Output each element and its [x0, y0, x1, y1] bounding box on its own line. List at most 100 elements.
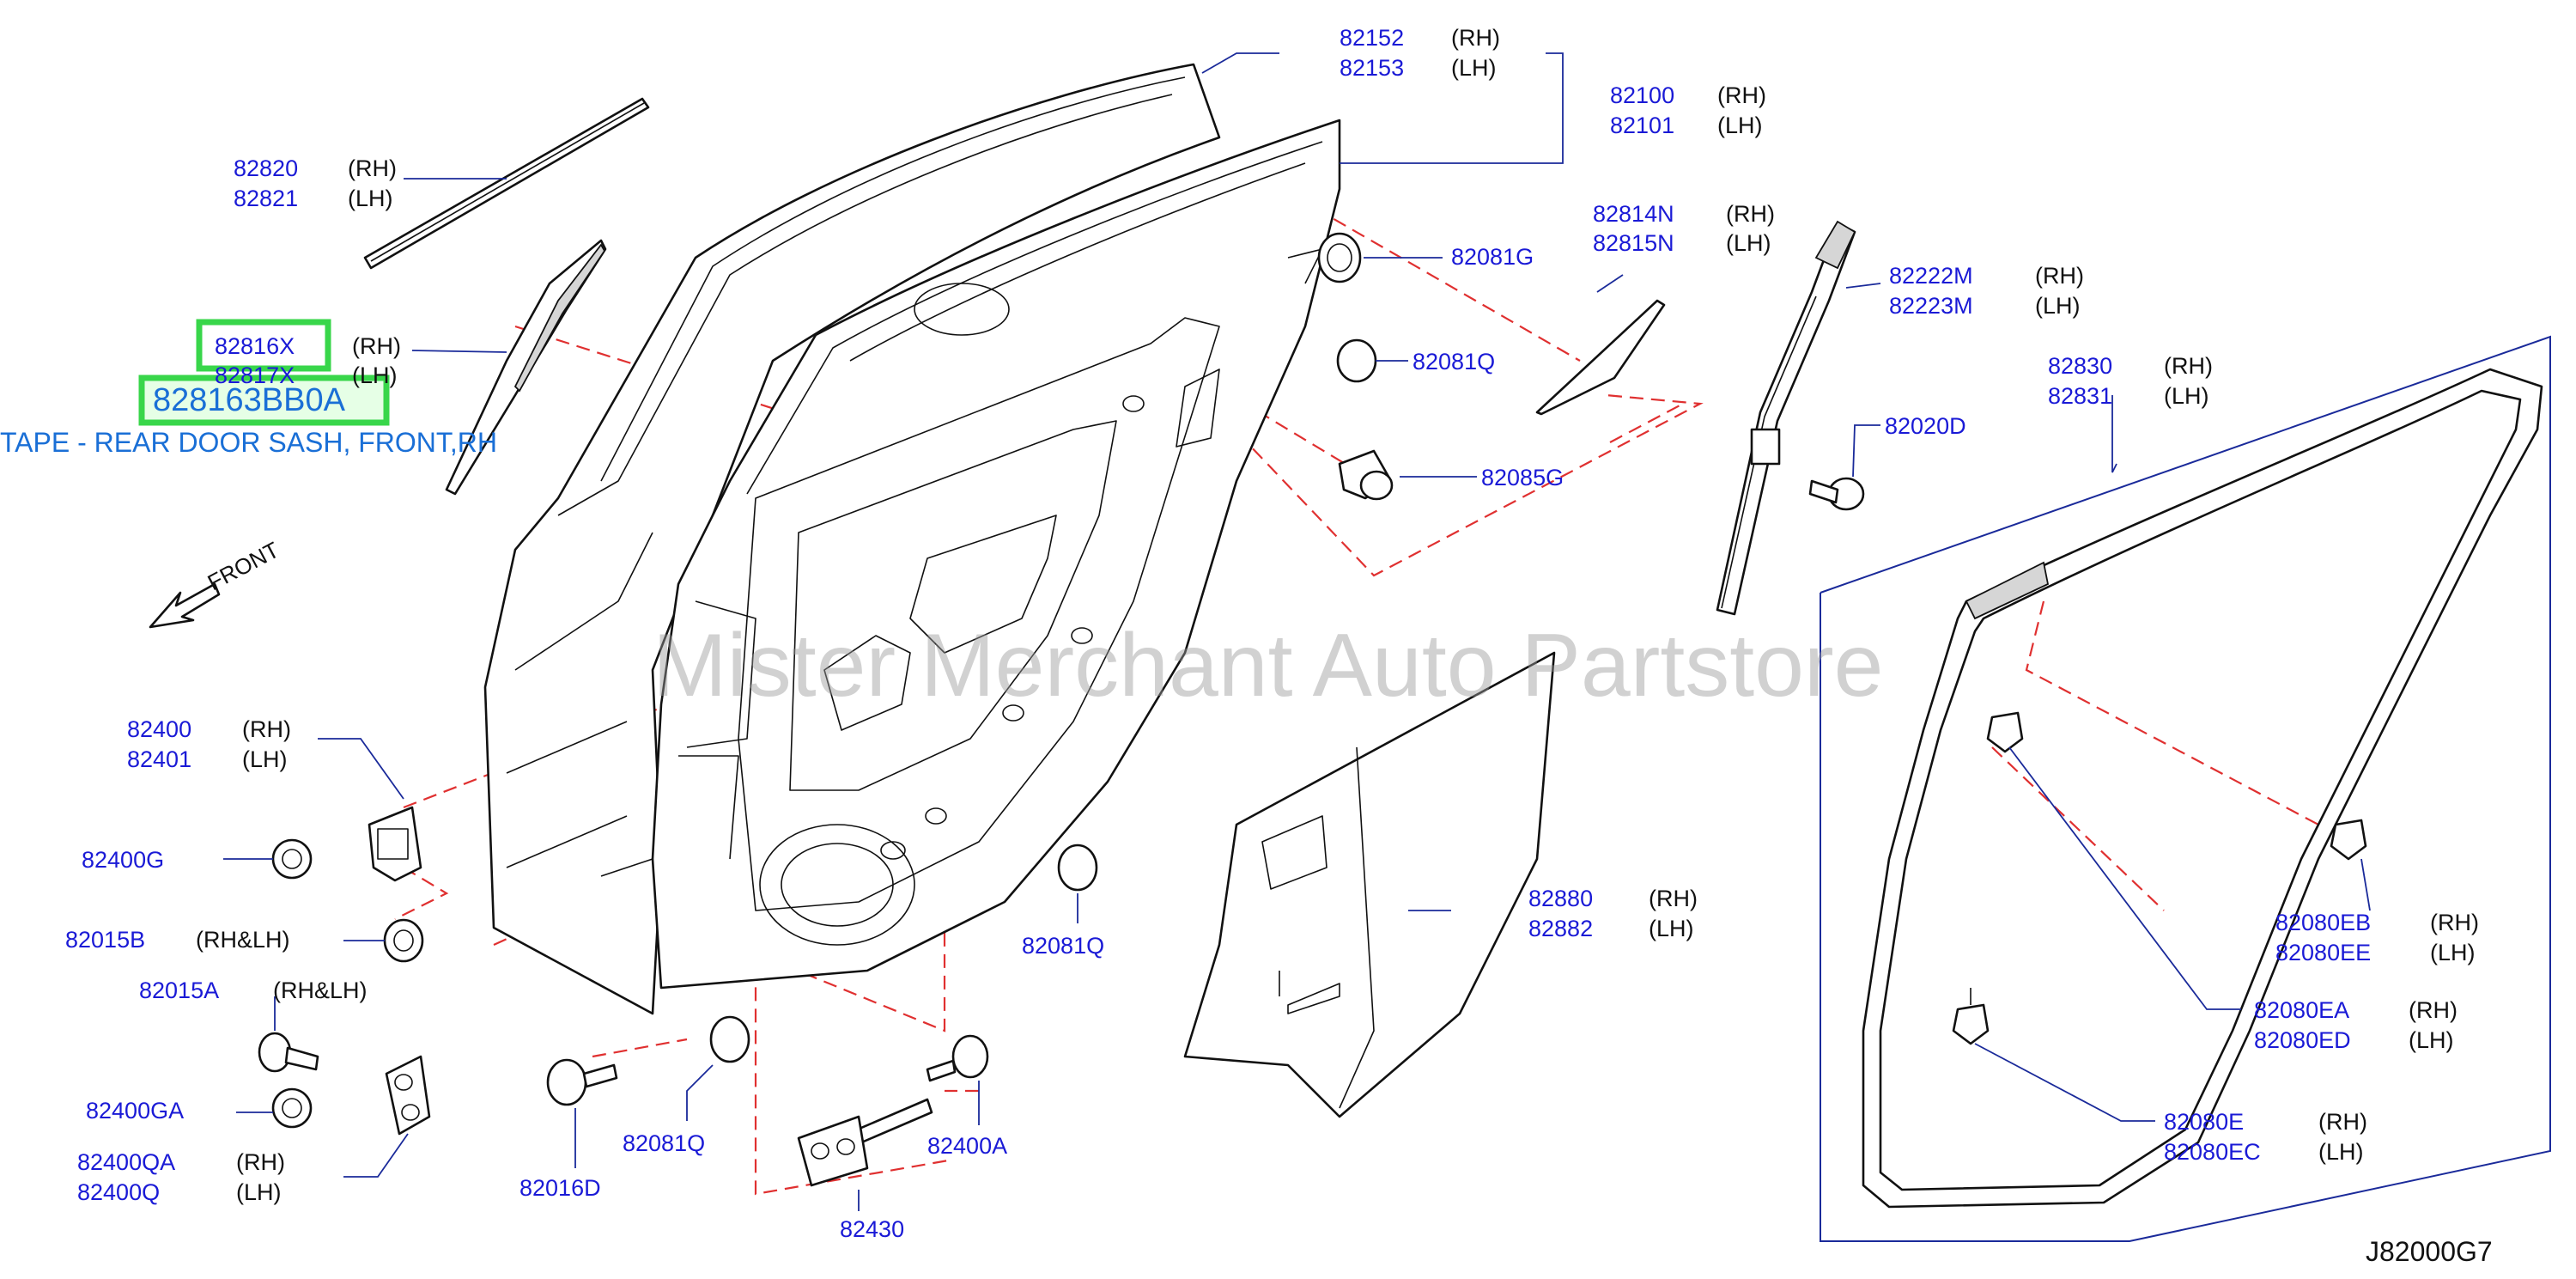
callout-82400Q-side: (LH)	[236, 1179, 282, 1205]
callout-82222M[interactable]: 82222M	[1889, 263, 1973, 289]
callout-82831-side: (LH)	[2164, 383, 2209, 409]
callout-82400-side: (RH)	[242, 716, 291, 742]
partition-glass-82814N	[1535, 299, 1666, 416]
grommet-82081G	[1317, 232, 1362, 283]
door-moulding-82820	[363, 97, 650, 270]
bolt-82015A	[258, 1032, 319, 1073]
callout-82401[interactable]: 82401	[127, 746, 191, 772]
callout-82080E[interactable]: 82080E	[2164, 1109, 2244, 1135]
diagram-code: J82000G7	[2366, 1236, 2493, 1267]
callout-82080EB[interactable]: 82080EB	[2275, 910, 2371, 935]
callout-82015B-side: (RH&LH)	[196, 927, 290, 953]
callout-82400G[interactable]: 82400G	[82, 847, 164, 873]
callout-82080EC[interactable]: 82080EC	[2164, 1139, 2261, 1165]
callout-82152-side: (RH)	[1451, 25, 1500, 51]
callout-82223M-side: (LH)	[2035, 293, 2081, 319]
clip-82020D	[1808, 477, 1865, 511]
callout-82081Q-b[interactable]: 82081Q	[623, 1130, 705, 1156]
callout-82814N-side: (RH)	[1726, 201, 1775, 227]
highlight-box-part-number[interactable]	[138, 375, 390, 426]
callout-82081Q-a[interactable]: 82081Q	[1413, 349, 1495, 375]
callout-82080EA-side: (RH)	[2409, 997, 2458, 1023]
callout-82400QA[interactable]: 82400QA	[77, 1149, 175, 1175]
callout-82080EE-side: (LH)	[2430, 940, 2476, 965]
callout-82100-side: (RH)	[1717, 82, 1766, 108]
grommet-82015B	[383, 918, 424, 963]
callout-82101[interactable]: 82101	[1610, 113, 1674, 138]
callout-82080EC-side: (LH)	[2318, 1139, 2364, 1165]
callout-82817X[interactable]: 82817X	[215, 362, 295, 388]
callout-82080ED-side: (LH)	[2409, 1027, 2454, 1053]
callout-82101-side: (LH)	[1717, 113, 1763, 138]
sash-tape-82816X	[445, 239, 607, 496]
callout-82080EB-side: (RH)	[2430, 910, 2479, 935]
callout-82080EA[interactable]: 82080EA	[2254, 997, 2349, 1023]
callout-82015A[interactable]: 82015A	[139, 978, 219, 1003]
callout-82815N[interactable]: 82815N	[1593, 230, 1674, 256]
callout-82814N[interactable]: 82814N	[1593, 201, 1674, 227]
callout-82882[interactable]: 82882	[1528, 916, 1593, 941]
callout-82816X[interactable]: 82816X	[215, 333, 295, 359]
callout-82016D[interactable]: 82016D	[519, 1175, 601, 1201]
highlight-group[interactable]: 828163BB0A TAPE - REAR DOOR SASH, FRONT,…	[0, 319, 497, 458]
highlight-part-number[interactable]: 828163BB0A	[153, 382, 346, 418]
callout-82831[interactable]: 82831	[2048, 383, 2112, 409]
callout-82821[interactable]: 82821	[234, 186, 298, 211]
callout-82400GA[interactable]: 82400GA	[86, 1098, 184, 1124]
front-arrow: FRONT	[149, 537, 283, 629]
plug-82081Q-top	[1336, 338, 1377, 383]
callout-82401-side: (LH)	[242, 746, 288, 772]
highlight-description: TAPE - REAR DOOR SASH, FRONT,RH	[0, 427, 497, 458]
sealing-screen-82880	[1183, 651, 1556, 1118]
callout-82153[interactable]: 82153	[1340, 55, 1404, 81]
callout-82880-side: (RH)	[1649, 886, 1698, 911]
callout-82080E-side: (RH)	[2318, 1109, 2367, 1135]
callout-82820[interactable]: 82820	[234, 155, 298, 181]
callouts: 82152 (RH) 82153 (LH) 82100 (RH) 82101 (…	[65, 25, 2479, 1242]
door-inner-panel	[651, 119, 1341, 990]
callout-82081Q-c[interactable]: 82081Q	[1022, 933, 1104, 959]
bolt-82016D	[546, 1058, 618, 1106]
callout-82880[interactable]: 82880	[1528, 886, 1593, 911]
leader-lines	[223, 52, 2371, 1211]
callout-82817X-side: (LH)	[352, 362, 398, 388]
callout-82080EE[interactable]: 82080EE	[2275, 940, 2371, 965]
upper-hinge-82400	[368, 806, 422, 882]
callout-82820-side: (RH)	[348, 155, 397, 181]
callout-82400Q[interactable]: 82400Q	[77, 1179, 160, 1205]
plug-82081Q-low	[709, 1015, 750, 1063]
callout-82020D[interactable]: 82020D	[1885, 413, 1966, 439]
callout-82882-side: (LH)	[1649, 916, 1694, 941]
callout-82015A-side: (RH&LH)	[273, 978, 368, 1003]
clip-82080E	[1952, 988, 1990, 1045]
callout-82081G[interactable]: 82081G	[1451, 244, 1534, 270]
callout-82153-side: (LH)	[1451, 55, 1497, 81]
highlight-box-82816X[interactable]	[196, 319, 331, 372]
door-outer-panel	[483, 63, 1221, 1015]
callout-82223M[interactable]: 82223M	[1889, 293, 1973, 319]
callout-82830-side: (RH)	[2164, 353, 2213, 379]
clip-82080EA	[1986, 711, 2024, 753]
lower-hinge-82400QA	[385, 1055, 431, 1136]
callout-82821-side: (LH)	[348, 186, 393, 211]
callout-82152[interactable]: 82152	[1340, 25, 1404, 51]
check-link-82430	[797, 1098, 933, 1187]
callout-82400A[interactable]: 82400A	[927, 1133, 1007, 1159]
callout-82100[interactable]: 82100	[1610, 82, 1674, 108]
callout-82015B[interactable]: 82015B	[65, 927, 145, 953]
weatherstrip-frame	[1820, 335, 2551, 1242]
callout-82400[interactable]: 82400	[127, 716, 191, 742]
weatherstrip-82830	[1862, 368, 2543, 1209]
callout-82830[interactable]: 82830	[2048, 353, 2112, 379]
watermark: Mister Merchant Auto Partstore	[653, 616, 1883, 716]
callout-82080ED[interactable]: 82080ED	[2254, 1027, 2351, 1053]
callout-82222M-side: (RH)	[2035, 263, 2084, 289]
callout-82400QA-side: (RH)	[236, 1149, 285, 1175]
callout-82085G[interactable]: 82085G	[1481, 465, 1564, 490]
nut-82400GA	[271, 1087, 313, 1129]
bolt-82400A	[926, 1034, 989, 1082]
callout-82430[interactable]: 82430	[840, 1216, 904, 1242]
sash-82222M	[1716, 220, 1856, 616]
